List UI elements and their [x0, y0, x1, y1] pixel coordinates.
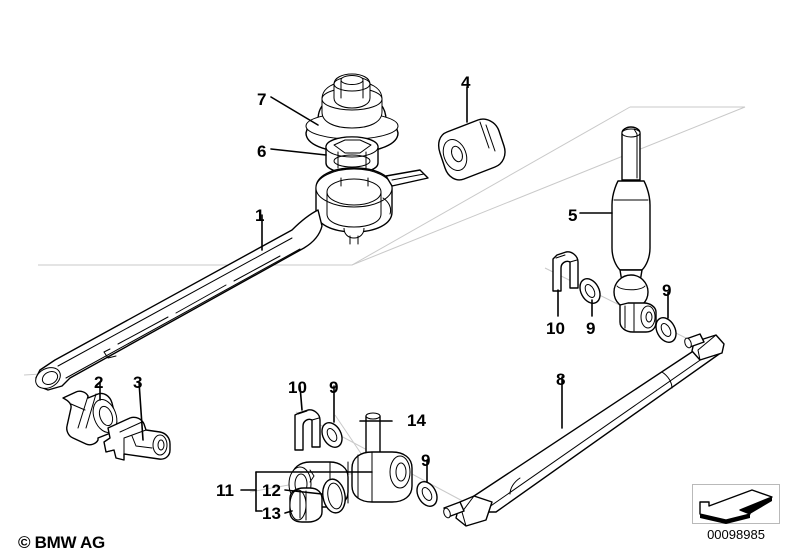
- callout-8: 8: [556, 370, 566, 389]
- callout-9-b: 9: [662, 281, 672, 300]
- diagram-id-label: 00098985: [707, 527, 765, 542]
- callout-9-d: 9: [421, 451, 431, 470]
- callout-3: 3: [133, 373, 143, 392]
- callout-2: 2: [94, 373, 104, 392]
- callout-11: 11: [216, 481, 234, 500]
- callout-1: 1: [255, 206, 265, 225]
- callout-6: 6: [257, 142, 267, 161]
- part-12-seal-ring: [322, 478, 346, 514]
- part-6-hex-ring: [325, 136, 379, 174]
- part-1-selector-rod: [35, 167, 429, 391]
- part-2-bushing: [62, 390, 118, 446]
- view-direction-arrow-icon: [692, 484, 780, 524]
- part-3-bracket: [103, 416, 171, 461]
- part-5-gear-lever: [611, 126, 657, 333]
- part-9-washer-centre-left: [321, 422, 343, 448]
- part-10-retaining-clip-upper: [552, 251, 579, 292]
- callout-10-b: 10: [288, 378, 307, 397]
- callout-5: 5: [568, 206, 578, 225]
- callout-4: 4: [461, 73, 471, 92]
- part-9-washer-centre-right: [416, 481, 438, 507]
- part-10-retaining-clip-lower: [294, 409, 321, 451]
- callout-9-c: 9: [329, 378, 339, 397]
- part-7-rubber-boot: [305, 73, 399, 153]
- part-4-bush-sleeve: [438, 118, 506, 181]
- part-13-cap-bush: [289, 487, 323, 523]
- leader-lines: [99, 86, 669, 514]
- part-9-washer-upper-right: [655, 317, 677, 343]
- callout-13: 13: [262, 504, 281, 523]
- part-8-shift-rod: [443, 333, 725, 527]
- part-9-washer-upper-left: [579, 278, 601, 304]
- callout-10-a: 10: [546, 319, 565, 338]
- callout-7: 7: [257, 90, 267, 109]
- callout-12: 12: [262, 481, 281, 500]
- callout-9-a: 9: [586, 319, 596, 338]
- copyright-notice: © BMW AG: [18, 533, 105, 552]
- callout-14: 14: [407, 411, 426, 430]
